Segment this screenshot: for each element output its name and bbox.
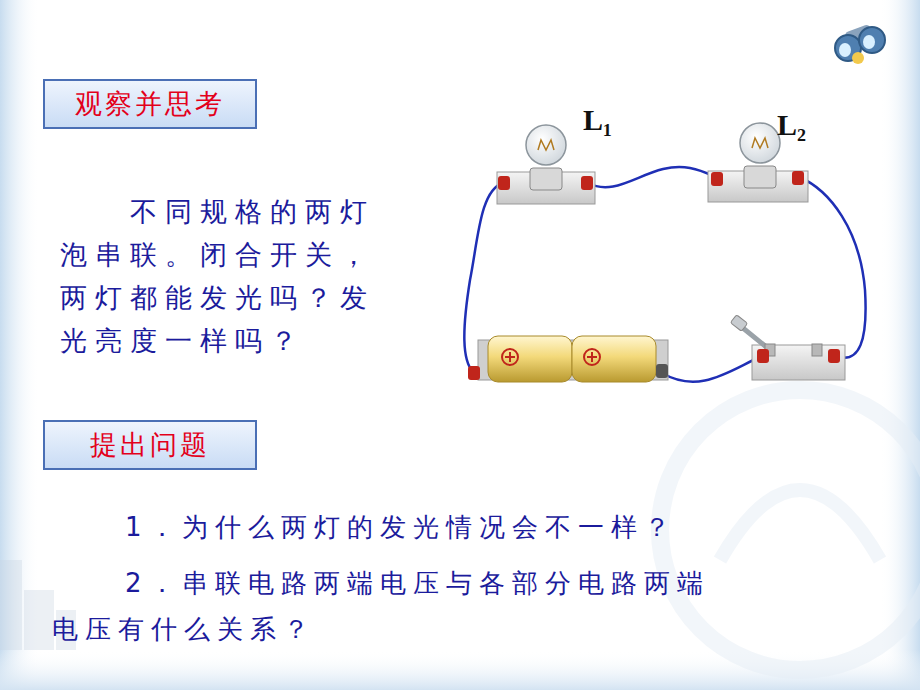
lamp-label: L₂: [777, 108, 806, 142]
watermark-emblem: [660, 390, 920, 670]
lamp-l1: [497, 125, 595, 204]
question-item: 2．串联电路两端电压与各部分电路两端电压有什么关系？: [52, 560, 732, 652]
binoculars-icon: [835, 24, 885, 64]
lamp-label: L₁: [583, 103, 612, 137]
heading-text: 观察并思考: [75, 88, 225, 120]
battery-pack: [468, 336, 668, 382]
section-heading-box: 观察并思考: [43, 79, 257, 129]
knife-switch: [730, 315, 845, 380]
heading-text: 提出问题: [90, 429, 210, 461]
question-paragraph: 不同规格的两灯泡串联。闭合开关，两灯都能发光吗？发光亮度一样吗？: [60, 190, 392, 362]
section-heading-box: 提出问题: [43, 420, 257, 470]
circuit-wires: [464, 167, 865, 382]
question-item: 1．为什么两灯的发光情况会不一样？: [125, 505, 825, 549]
